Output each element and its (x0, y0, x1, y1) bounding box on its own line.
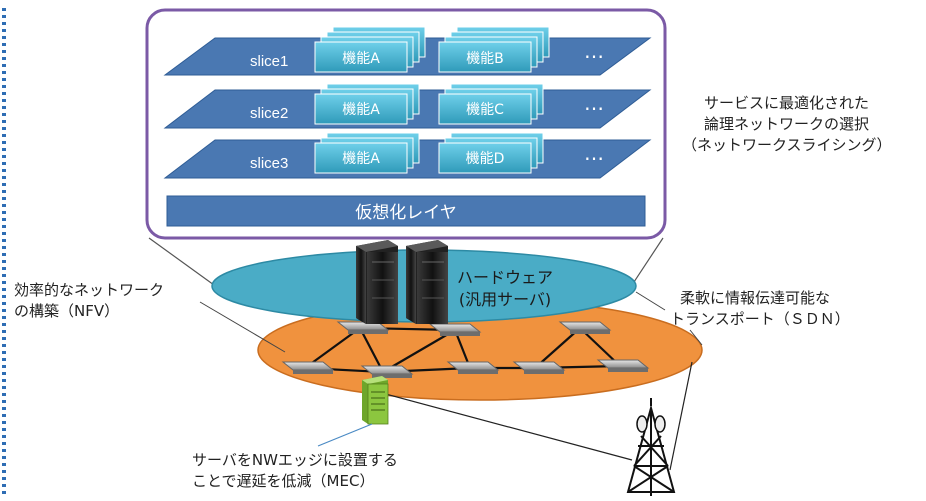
server-icon (356, 240, 398, 324)
switch-icon (446, 361, 500, 374)
slice3-label: slice3 (250, 155, 288, 172)
slice1-function-a-label: 機能A (342, 51, 380, 67)
sdn-caption-line1: 柔軟に情報伝達可能な (680, 289, 831, 307)
switch-icon (360, 365, 414, 378)
slicing-caption-line3: （ネットワークスライシング） (682, 136, 892, 154)
nfv-caption-line1: 効率的なネットワーク (14, 281, 165, 299)
slice3-function-stack-a (314, 132, 420, 174)
slice1-function-stack-a (314, 26, 426, 73)
switch-icon (512, 361, 566, 374)
slice2-label: slice2 (250, 105, 288, 122)
switch-icon (428, 323, 482, 336)
nfv-caption: 効率的なネットワーク の構築（NFV） (14, 280, 164, 322)
slice3-function-d-label: 機能D (466, 151, 505, 167)
hardware-label-line2: (汎用サーバ) (459, 290, 551, 309)
switch-icons (281, 321, 650, 378)
switch-icon (281, 361, 335, 374)
slice2-function-stack-c (438, 83, 544, 125)
mec-caption: サーバをNWエッジに設置する ことで遅延を低減（MEC） (192, 450, 398, 492)
slice3-more-ellipsis: … (584, 141, 604, 165)
sdn-leader-line (635, 291, 666, 311)
sdn-caption: 柔軟に情報伝達可能な トランスポート（ＳＤＮ） (670, 288, 850, 330)
sdn-leader-line-2 (689, 329, 703, 346)
slicing-caption-line1: サービスに最適化された (704, 94, 870, 112)
slicing-caption: サービスに最適化された 論理ネットワークの選択 （ネットワークスライシング） (682, 93, 892, 156)
hardware-label-line1: ハードウェア (457, 268, 553, 287)
slice3-function-a-label: 機能A (342, 151, 380, 167)
nfv-leader-line (199, 301, 286, 353)
virtualization-layer-bar (166, 195, 646, 227)
slice1-function-stack-b (438, 26, 550, 73)
slice1-more-ellipsis: … (584, 39, 604, 63)
slice1-function-b-label: 機能B (466, 51, 504, 67)
virtualization-layer-label: 仮想化レイヤ (355, 203, 457, 223)
sdn-caption-line2: トランスポート（ＳＤＮ） (670, 310, 850, 328)
zoom-line-left (148, 237, 215, 286)
slicing-caption-line2: 論理ネットワークの選択 (704, 115, 870, 133)
slice2-more-ellipsis: … (584, 91, 604, 115)
switch-icon (558, 321, 612, 334)
nfv-caption-line2: の構築（NFV） (14, 302, 120, 320)
mec-server-icon (362, 376, 389, 425)
transport-to-antenna-link (669, 361, 693, 471)
slice2-function-c-label: 機能C (466, 102, 504, 118)
zoom-line-right (631, 237, 664, 286)
mec-caption-line1: サーバをNWエッジに設置する (192, 451, 398, 469)
switch-icon (596, 359, 650, 372)
slice3-function-stack-d (438, 132, 544, 174)
mec-caption-line2: ことで遅延を低減（MEC） (192, 472, 375, 490)
mec-to-antenna-link (377, 391, 633, 461)
slice1-label: slice1 (250, 53, 288, 70)
slice2-function-a-label: 機能A (342, 102, 380, 118)
antenna-tower-icon (626, 398, 676, 496)
server-icon (406, 240, 448, 324)
slice2-function-stack-a (314, 83, 420, 125)
mec-leader-line (317, 423, 373, 447)
